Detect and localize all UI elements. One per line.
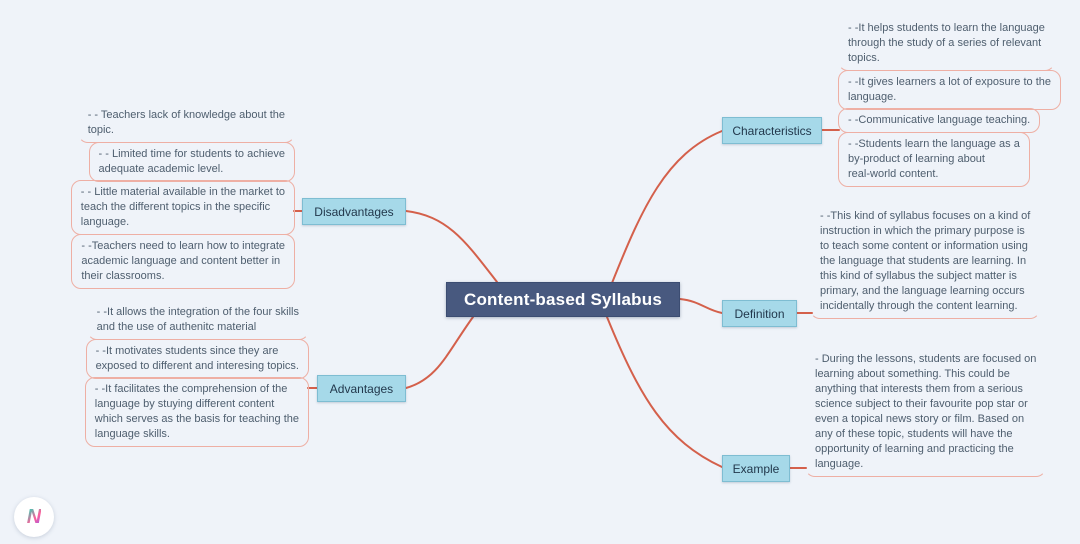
leaf-group-characteristics: - -It helps students to learn the langua… (838, 16, 1061, 187)
edge-central-characteristics (611, 130, 723, 284)
leaf-topic-disadvantages-1[interactable]: - - Teachers lack of knowledge about the… (77, 103, 295, 143)
leaf-topic-disadvantages-3[interactable]: - - Little material available in the mar… (70, 180, 295, 235)
central-topic[interactable]: Content-based Syllabus (446, 282, 680, 317)
app-logo-badge: N (14, 497, 54, 537)
edge-central-advantages (405, 316, 474, 389)
leaf-topic-disadvantages-2[interactable]: - - Limited time for students to achieve… (88, 141, 295, 182)
leaf-group-definition: - -This kind of syllabus focuses on a ki… (810, 204, 1041, 319)
leaf-topic-example-1[interactable]: - During the lessons, students are focus… (805, 347, 1047, 477)
leaf-topic-disadvantages-4[interactable]: - -Teachers need to learn how to integra… (71, 233, 295, 289)
leaf-group-example: - During the lessons, students are focus… (805, 347, 1047, 477)
branch-node-characteristics[interactable]: Characteristics (722, 117, 822, 144)
leaf-topic-characteristics-4[interactable]: - -Students learn the language as a by-p… (838, 131, 1030, 187)
edge-central-example (606, 316, 723, 468)
edge-central-disadvantages (405, 210, 498, 283)
leaf-topic-definition-1[interactable]: - -This kind of syllabus focuses on a ki… (810, 204, 1041, 319)
leaf-topic-characteristics-3[interactable]: - -Communicative language teaching. (838, 108, 1041, 133)
branch-node-definition[interactable]: Definition (722, 300, 797, 327)
app-logo-letter-icon: N (26, 505, 42, 528)
branch-node-example[interactable]: Example (722, 455, 790, 482)
leaf-topic-advantages-1[interactable]: - -It allows the integration of the four… (86, 300, 309, 340)
leaf-group-advantages: - -It allows the integration of the four… (84, 300, 309, 447)
leaf-topic-characteristics-1[interactable]: - -It helps students to learn the langua… (838, 16, 1055, 71)
leaf-topic-characteristics-2[interactable]: - -It gives learners a lot of exposure t… (838, 69, 1061, 110)
branch-node-disadvantages[interactable]: Disadvantages (302, 198, 406, 225)
branch-node-advantages[interactable]: Advantages (317, 375, 406, 402)
edge-central-definition (679, 298, 723, 314)
leaf-topic-advantages-3[interactable]: - -It facilitates the comprehension of t… (84, 377, 309, 447)
leaf-group-disadvantages: - - Teachers lack of knowledge about the… (70, 103, 295, 289)
leaf-topic-advantages-2[interactable]: - -It motivates students since they are … (85, 338, 309, 379)
